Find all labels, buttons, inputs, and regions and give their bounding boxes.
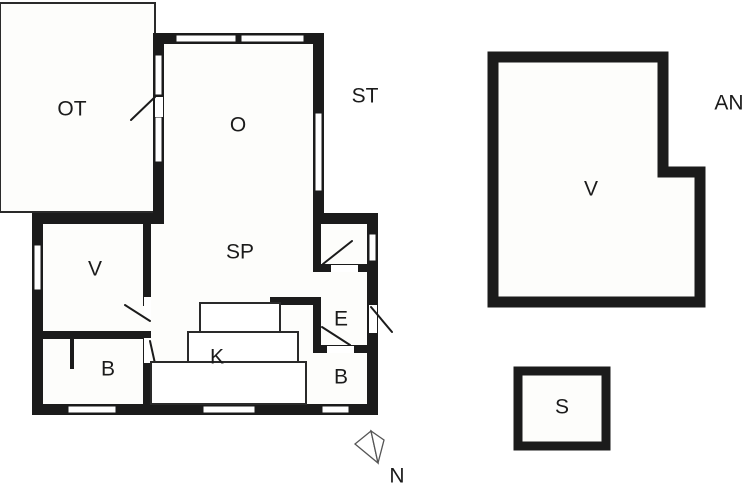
- wall-north-east-bump: [313, 213, 378, 224]
- door-opening-st-closet: [331, 265, 358, 272]
- wall-b-east: [143, 331, 151, 404]
- wall-north-v: [32, 213, 164, 224]
- north-arrow-icon: [353, 429, 385, 465]
- room-label-ot: OT: [57, 98, 86, 121]
- shed-outline: [513, 366, 611, 451]
- annex-outline: [487, 51, 706, 308]
- door-opening-e-exterior: [369, 305, 377, 333]
- door-leaf-v-sp: [124, 304, 151, 322]
- window-south-1: [67, 405, 117, 414]
- main-house-building: [32, 33, 393, 415]
- wall-v-b-divider: [43, 331, 151, 339]
- room-label-o: O: [230, 114, 246, 137]
- kitchen-counter-lower: [150, 361, 307, 405]
- wall-v-east-upper: [143, 224, 151, 306]
- wall-north-o: [153, 33, 324, 44]
- annex-building: [487, 51, 706, 308]
- room-label-v-annex: V: [584, 178, 598, 201]
- door-opening-ot-o: [155, 97, 163, 117]
- compass-north-label: N: [389, 465, 404, 488]
- kitchen-fixtures-group: [150, 302, 307, 405]
- door-opening-v-sp: [144, 297, 151, 319]
- door-leaf-e-b: [321, 326, 351, 346]
- kitchen-counter-middle: [187, 331, 299, 363]
- room-label-sp: SP: [226, 241, 254, 264]
- room-label-e: E: [334, 308, 348, 331]
- room-label-b-east: B: [334, 366, 348, 389]
- shed-building: [513, 366, 611, 451]
- door-leaf-st-closet: [322, 240, 353, 265]
- window-east-o: [314, 112, 323, 192]
- room-label-k: K: [210, 346, 224, 369]
- window-north-o-2: [240, 34, 305, 43]
- window-east-st: [368, 233, 377, 262]
- door-openings-group: [144, 97, 377, 363]
- room-label-v-west: V: [88, 258, 102, 281]
- room-label-s: S: [555, 396, 569, 419]
- wall-e-west: [313, 297, 321, 345]
- door-opening-e-b: [327, 346, 354, 353]
- door-swings-group: [124, 96, 393, 369]
- wall-st-closet-west: [313, 224, 321, 272]
- room-label-b-west: B: [101, 358, 115, 381]
- window-south-3: [321, 405, 350, 414]
- window-south-2: [202, 405, 256, 414]
- window-west-v: [33, 244, 42, 291]
- room-label-st: ST: [352, 85, 379, 108]
- door-leaf-e-exterior: [370, 306, 393, 333]
- wall-e-north: [270, 297, 321, 305]
- main-house-floor: [32, 33, 378, 415]
- wall-west-exterior: [32, 213, 43, 415]
- wall-b-partition-stub: [70, 339, 74, 369]
- windows-group: [33, 34, 377, 414]
- window-west-o-1: [154, 54, 163, 96]
- room-label-an: AN: [714, 92, 743, 115]
- north-arrow-right-wing: [370, 429, 385, 464]
- window-north-o-1: [175, 34, 237, 43]
- kitchen-counter-upper: [199, 302, 281, 334]
- door-opening-b-k: [144, 338, 151, 363]
- window-west-o-2: [154, 116, 163, 163]
- door-leaf-ot-o: [130, 96, 156, 121]
- room-labels-group: OT O SP V B K E B ST V AN S N: [57, 85, 743, 488]
